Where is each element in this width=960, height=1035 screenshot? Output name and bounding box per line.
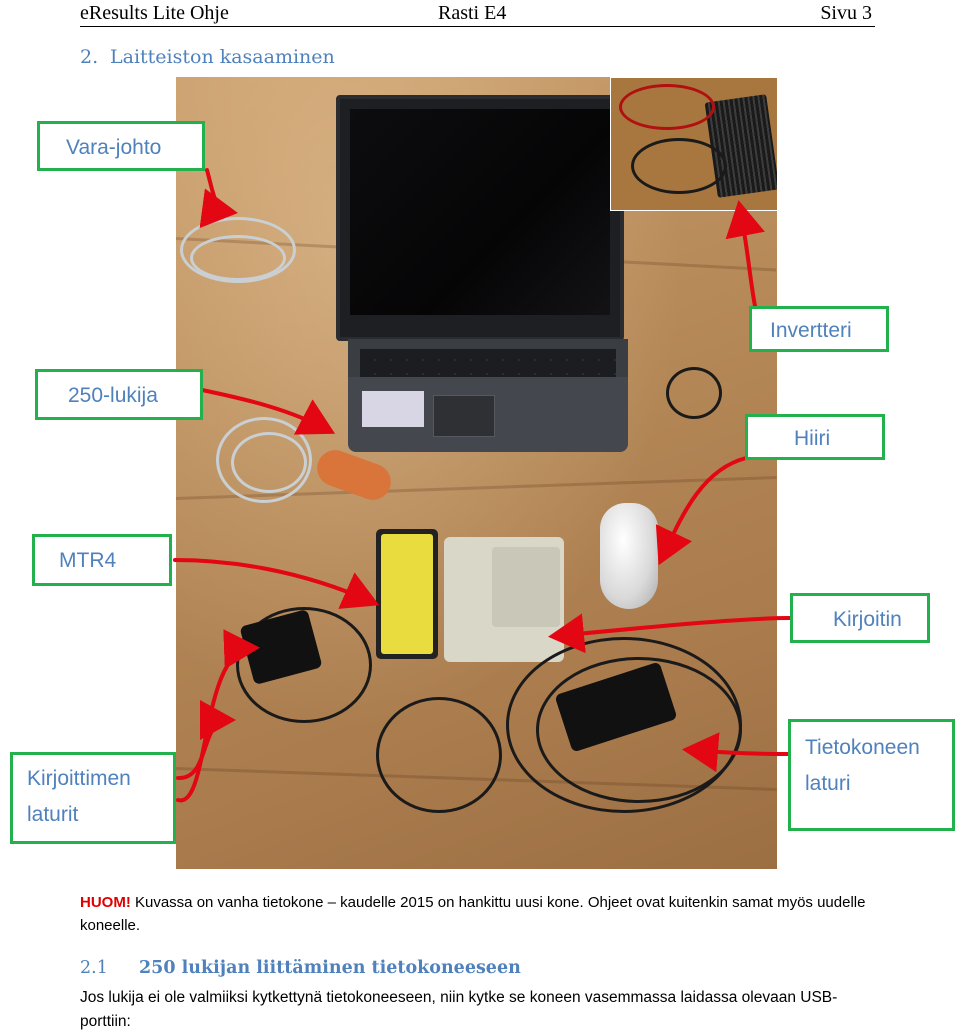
subsection-number: 2.1: [80, 958, 108, 978]
note-text: Kuvassa on vanha tietokone – kaudelle 20…: [80, 894, 866, 934]
laptop-screen: [336, 95, 624, 341]
label-kirjoittimen-text: Kirjoittimen: [27, 767, 131, 790]
page-header: eResults Lite Ohje Rasti E4 Sivu 3: [80, 0, 875, 27]
mouse: [600, 503, 658, 609]
arrow-kirjoittimen-laturit-2: [176, 629, 260, 803]
arrow-vara-johto: [199, 168, 238, 229]
note-paragraph: HUOM! Kuvassa on vanha tietokone – kaude…: [80, 891, 880, 937]
arrow-tietokoneen-laturi: [682, 732, 790, 773]
label-tietokoneen-text: Tietokoneen: [805, 736, 920, 759]
arrow-250-lukija: [200, 388, 336, 435]
printer: [444, 537, 564, 662]
label-invertteri: Invertteri: [749, 306, 889, 352]
label-tietokoneen-laturi: Tietokoneen laturi: [788, 719, 955, 831]
touchpad: [433, 395, 495, 437]
header-doc-title: eResults Lite Ohje: [80, 2, 229, 24]
equipment-photo: [176, 77, 777, 869]
backup-cable: [180, 217, 296, 283]
label-mtr4-text: MTR4: [59, 549, 117, 572]
label-kirjoitin: Kirjoitin: [790, 593, 930, 643]
label-250-lukija: 250-lukija: [35, 369, 203, 420]
inverter-photo-inset: [610, 77, 777, 211]
header-page-number: Sivu 3: [820, 2, 872, 24]
label-mtr4: MTR4: [32, 534, 172, 586]
laptop-sticker: [362, 391, 424, 427]
section-number: 2.: [80, 46, 99, 68]
label-invertteri-text: Invertteri: [770, 319, 852, 342]
laptop-palmrest: [348, 377, 628, 452]
mtr4-device: [376, 529, 438, 659]
label-kirjoittimen-laturit: Kirjoittimen laturit: [10, 752, 176, 844]
header-control-name: Rasti E4: [438, 2, 507, 24]
arrow-kirjoitin: [548, 613, 792, 654]
arrow-mtr4: [173, 558, 380, 609]
subsection-heading: 2.1 250 lukijan liittäminen tietokoneesee…: [80, 958, 521, 978]
subsection-title: 250 lukijan liittäminen tietokoneeseen: [139, 958, 521, 978]
label-laturi-text: laturi: [805, 772, 851, 795]
label-250-lukija-text: 250-lukija: [68, 384, 158, 407]
label-laturit-text: laturit: [27, 803, 79, 826]
arrow-invertteri: [725, 200, 765, 308]
note-huom: HUOM!: [80, 894, 131, 911]
body-paragraph: Jos lukija ei ole valmiiksi kytkettynä t…: [80, 989, 838, 1030]
label-hiiri: Hiiri: [745, 414, 885, 460]
section-title: Laitteiston kasaaminen: [110, 46, 335, 68]
arrow-hiiri: [655, 456, 748, 566]
label-kirjoitin-text: Kirjoitin: [833, 608, 902, 631]
label-vara-johto-text: Vara-johto: [66, 136, 162, 159]
section-heading: 2. Laitteiston kasaaminen: [80, 46, 335, 68]
label-hiiri-text: Hiiri: [794, 427, 831, 450]
label-vara-johto: Vara-johto: [37, 121, 205, 171]
